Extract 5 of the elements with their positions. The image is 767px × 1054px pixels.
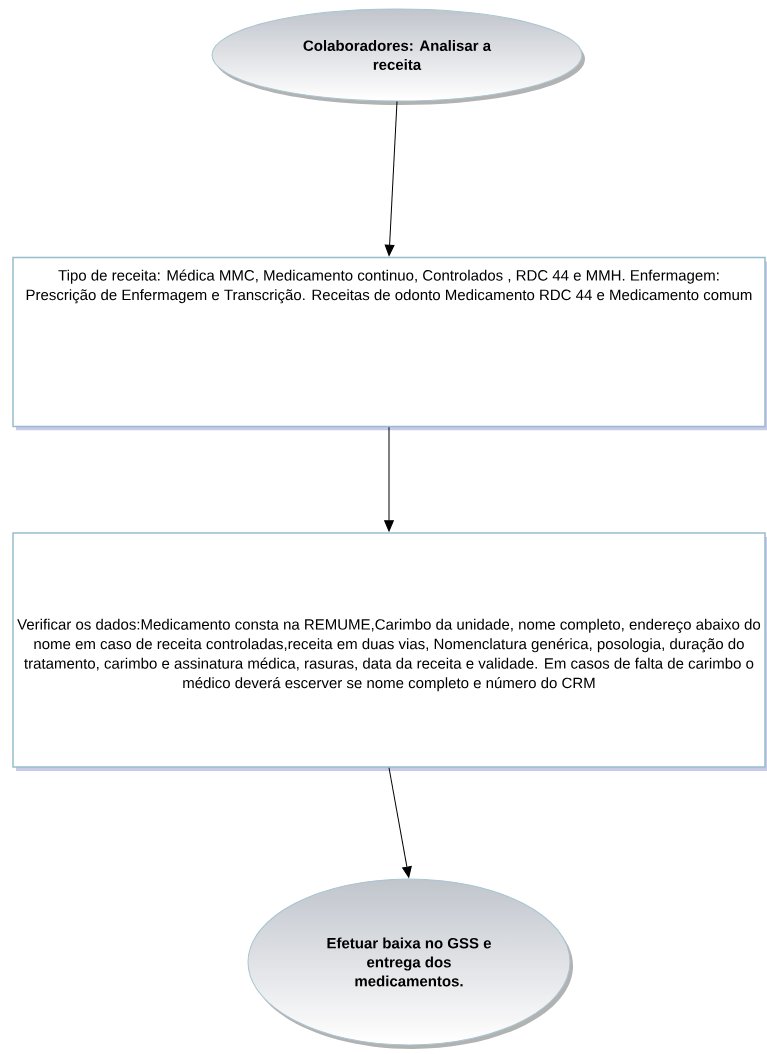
process-box: Tipo de receita: Médica MMC, Medicamento continuo, Controlados , RDC 44 e MMH. Enfermagem: Prescrição de Enfermagem e Transcrição. Receitas de odonto Medicamento RDC 44 e Medicamento comum <box>12 256 767 431</box>
arrow <box>388 767 412 878</box>
process-box: Verificar os dados:Medicamento consta na REMUME,Carimbo da unidade, nome completo, endereço abaixo do nome em caso de receita controladas,receita em duas vias, Nomenclatura genérica, posologia, duração do tratamento, carimbo e assinatura médica, rasuras, data da receita e validade. Em casos de falta de carimbo o médico deverá escerver se nome completo e número do CRM <box>12 532 767 771</box>
arrow <box>384 426 394 532</box>
arrow <box>384 101 398 256</box>
